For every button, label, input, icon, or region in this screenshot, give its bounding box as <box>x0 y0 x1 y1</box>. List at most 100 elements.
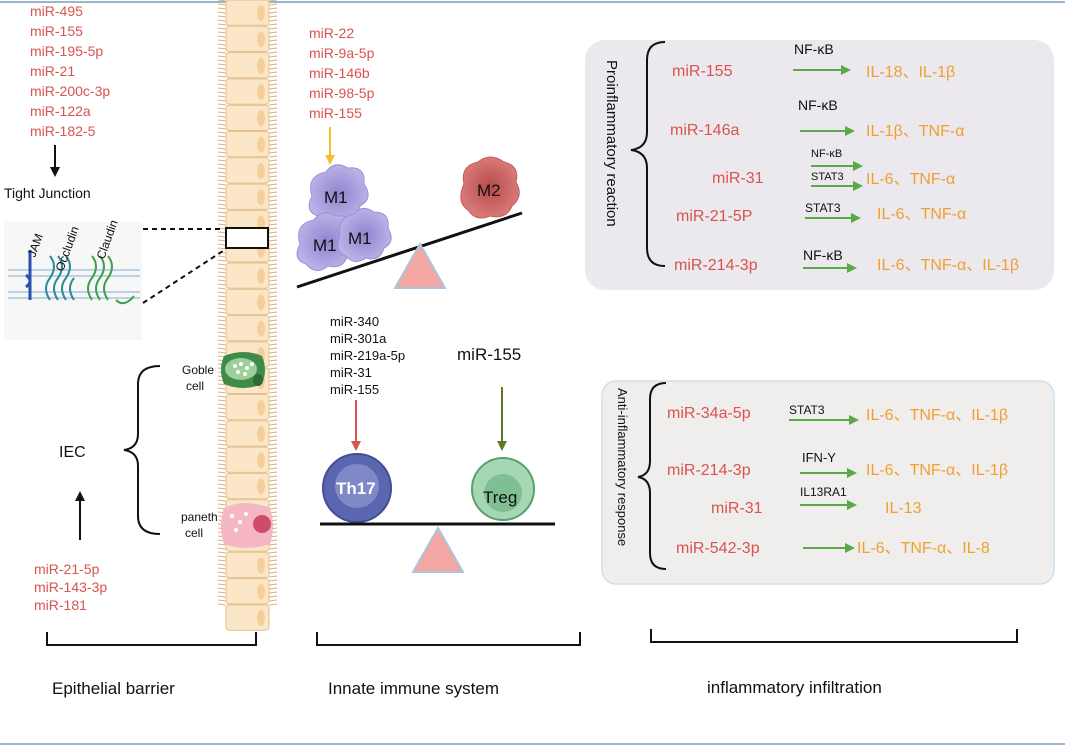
epithelial-cell <box>225 604 270 631</box>
anti-mirna: miR-214-3p <box>667 462 751 479</box>
epithelial-cell <box>225 472 270 500</box>
microvillus <box>217 63 227 66</box>
microvillus <box>268 407 278 410</box>
microvillus <box>217 423 227 426</box>
microvillus <box>268 495 278 498</box>
macrophage-balance-fulcrum <box>393 241 447 289</box>
epithelial-bottom-mirna-list: miR-21-5p miR-143-3p miR-181 <box>34 561 107 613</box>
anti-signal: STAT3 <box>789 403 825 417</box>
microvillus <box>268 419 278 422</box>
microvillus <box>217 315 227 318</box>
microvillus <box>268 563 278 566</box>
tight-junction-label: Tight Junction <box>4 185 91 201</box>
microvillus <box>268 591 278 594</box>
iec-brace <box>123 365 161 535</box>
microvillus <box>268 71 278 74</box>
goblet-label: Goble <box>182 363 214 377</box>
anti-cytokines: IL-6、TNF-α、IL-8 <box>857 540 990 557</box>
microvillus <box>268 567 278 570</box>
tight-junction-inset: JAM Occludin Claudin <box>4 218 142 340</box>
microvillus <box>217 59 227 62</box>
microvillus <box>217 435 227 438</box>
epithelial-cell <box>225 0 270 26</box>
anti-mirna: miR-31 <box>711 500 763 517</box>
microvillus <box>217 319 227 322</box>
microvillus <box>268 67 278 70</box>
microvillus <box>268 455 278 458</box>
microvillus <box>268 267 278 270</box>
anti-mirna: miR-542-3p <box>676 540 760 557</box>
microvillus <box>268 363 278 366</box>
microvillus <box>268 343 278 346</box>
microvillus <box>217 67 227 70</box>
microvillus <box>268 11 278 14</box>
microvillus <box>268 283 278 286</box>
microvillus <box>268 507 278 510</box>
epithelial-cell <box>225 315 270 342</box>
microvillus <box>268 259 278 262</box>
pro-cytokines: IL-6、TNF-α <box>877 206 966 223</box>
epithelial-nucleus <box>257 478 265 495</box>
microvillus <box>268 211 278 214</box>
microvillus <box>217 415 227 418</box>
epithelial-nucleus <box>257 557 265 574</box>
epithelial-nucleus <box>257 268 265 285</box>
microvillus <box>268 127 278 130</box>
paneth-label: cell <box>185 526 203 540</box>
microvillus <box>217 467 227 470</box>
microvillus <box>217 187 227 190</box>
microvillus <box>217 583 227 586</box>
microvillus <box>217 391 227 394</box>
microvillus <box>268 3 278 6</box>
microvillus <box>217 51 227 54</box>
microvillus <box>268 339 278 342</box>
microvillus <box>217 191 227 194</box>
microvillus <box>268 323 278 326</box>
microvillus <box>268 63 278 66</box>
microvillus <box>268 47 278 50</box>
anti-signal: IFN-Y <box>802 450 836 465</box>
m1-label: M1 <box>313 236 337 255</box>
microvillus <box>268 575 278 578</box>
microvillus <box>217 103 227 106</box>
microvillus <box>268 331 278 334</box>
mirna-label: miR-9a-5p <box>309 45 375 61</box>
microvillus <box>268 543 278 546</box>
microvillus <box>268 7 278 10</box>
microvillus <box>217 579 227 582</box>
microvillus <box>268 51 278 54</box>
claudin-protein <box>87 255 135 305</box>
epithelial-cell <box>225 262 270 289</box>
microvillus <box>217 547 227 550</box>
iec-label: IEC <box>59 444 86 461</box>
microvillus <box>268 31 278 34</box>
microvillus <box>217 35 227 38</box>
macrophage-balance-beam <box>296 211 523 289</box>
microvillus <box>217 211 227 214</box>
mirna-label: miR-143-3p <box>34 579 107 595</box>
microvillus <box>217 395 227 398</box>
microvillus <box>217 159 227 162</box>
microvillus <box>268 83 278 86</box>
microvillus <box>268 475 278 478</box>
microvillus <box>217 203 227 206</box>
mirna-label: miR-155 <box>330 382 379 397</box>
microvillus <box>268 347 278 350</box>
mirna-label: miR-155 <box>309 105 362 121</box>
microvillus <box>268 391 278 394</box>
microvillus <box>268 335 278 338</box>
microvillus <box>217 15 227 18</box>
microvillus <box>217 431 227 434</box>
microvillus <box>217 239 227 242</box>
pro-mirna: miR-21-5P <box>676 208 752 225</box>
microvillus <box>268 159 278 162</box>
microvillus <box>268 55 278 58</box>
infiltration-section-label: inflammatory infiltration <box>707 678 882 697</box>
microvillus <box>268 503 278 506</box>
microvillus <box>217 123 227 126</box>
microvillus <box>268 467 278 470</box>
microvillus <box>268 307 278 310</box>
microvillus <box>268 219 278 222</box>
microvillus <box>268 375 278 378</box>
mirna-label: miR-495 <box>30 3 83 19</box>
